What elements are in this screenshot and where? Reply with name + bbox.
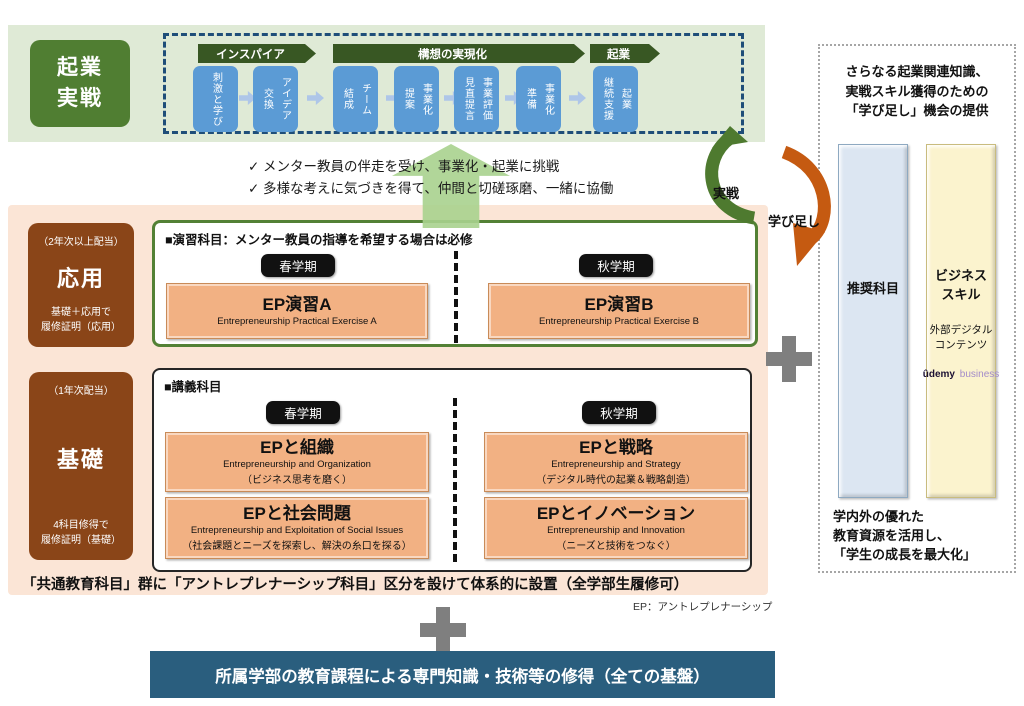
relearn-arrow-label: 学び足し — [768, 214, 821, 229]
course-english-title: Entrepreneurship and Innovation — [547, 525, 685, 537]
semester-divider — [454, 251, 458, 343]
recommended-subjects-column: 推奨科目 — [838, 144, 908, 498]
practice-band: 起業 実戦 インスパイア 構想の実現化 起業 刺激と学び アイデア 交換 チーム… — [8, 25, 765, 142]
external-digital-content-label: 外部デジタル コンテンツ — [929, 323, 993, 352]
applied-level-title: 応用 — [56, 265, 105, 291]
flow-step-stimulus: 刺激と学び — [193, 66, 238, 132]
stage-arrow-inspire: インスパイア — [198, 44, 316, 63]
common-education-caption: 「共通教育科目」群に「アントレプレナーシップ科目」区分を設けて体系的に設置（全学… — [22, 577, 689, 593]
flow-step-startup-support: 起業 継続支援 — [593, 66, 638, 132]
course-note: （社会課題とニーズを探索し、解決の糸口を探る） — [182, 541, 412, 553]
sidebar-top-text: さらなる起業関連知識、 実戦スキル獲得のための 「学び足し」機会の提供 — [845, 64, 989, 118]
spring-semester-badge: 春学期 — [266, 401, 340, 424]
course-note: （ニーズと技術をつなぐ） — [556, 541, 676, 553]
autumn-semester-badge: 秋学期 — [579, 254, 653, 277]
flow-connector-arrow — [307, 91, 324, 105]
flow-step-business-preparation: 事業化 準備 — [516, 66, 561, 132]
course-title: EPと組織 — [260, 437, 334, 457]
course-english-title: Entrepreneurship and Exploitation of Soc… — [190, 525, 404, 537]
course-english-title: Entrepreneurship and Organization — [223, 459, 371, 471]
course-title: EPと戦略 — [579, 437, 653, 457]
stage-arrow-startup: 起業 — [590, 44, 660, 63]
practice-arrow-label: 実戦 — [713, 186, 740, 201]
mentor-checklist: ✓ メンター教員の伴走を受け、事業化・起業に挑戦 ✓ 多様な考えに気づきを得て、… — [248, 156, 613, 199]
curriculum-section: （2年次以上配当） 応用 基礎＋応用で 履修証明（応用） （1年次配当） 基礎 … — [8, 205, 768, 595]
basic-level-box: （1年次配当） 基礎 4科目修得で 履修証明（基礎） — [29, 372, 133, 560]
basic-grade-note: （1年次配当） — [48, 386, 114, 397]
course-ep-exercise-b: EP演習B Entrepreneurship Practical Exercis… — [488, 283, 750, 339]
udemy-business-text: business — [959, 369, 1000, 381]
applied-grade-note: （2年次以上配当） — [38, 237, 124, 248]
course-title: EP演習A — [262, 294, 332, 314]
course-ep-innovation: EPとイノベーション Entrepreneurship and Innovati… — [484, 497, 748, 559]
autumn-semester-badge: 秋学期 — [582, 401, 656, 424]
course-title: EPとイノベーション — [536, 503, 696, 523]
udemy-logo-text: ûdemy — [922, 369, 955, 381]
basic-certificate-note: 4科目修得で 履修証明（基礎） — [41, 520, 121, 546]
applied-level-box: （2年次以上配当） 応用 基礎＋応用で 履修証明（応用） — [28, 223, 134, 347]
checklist-item: ✓ 多様な考えに気づきを得て、仲間と切磋琢磨、一緒に協働 — [248, 180, 614, 196]
startup-flow-frame: インスパイア 構想の実現化 起業 刺激と学び アイデア 交換 チーム 結成 事業… — [163, 33, 744, 134]
spring-semester-badge: 春学期 — [261, 254, 335, 277]
stage-arrow-realization: 構想の実現化 — [333, 44, 585, 63]
semester-divider — [453, 398, 457, 562]
course-title: EP演習B — [584, 294, 654, 314]
course-english-title: Entrepreneurship Practical Exercise A — [217, 316, 377, 328]
foundation-bar: 所属学部の教育課程による専門知識・技術等の修得（全ての基盤） — [150, 651, 775, 698]
seminar-panel-header: ■演習科目：メンター教員の指導を希望する場合は必修 — [165, 233, 473, 247]
course-note: （ビジネス思考を磨く） — [242, 475, 352, 487]
course-ep-organization: EPと組織 Entrepreneurship and Organization … — [165, 432, 429, 492]
sidebar-bottom-text: 学内外の優れた 教育資源を活用し、 「学生の成長を最大化」 — [833, 509, 977, 562]
plus-icon — [766, 336, 812, 382]
applied-certificate-note: 基礎＋応用で 履修証明（応用） — [41, 307, 121, 333]
course-english-title: Entrepreneurship Practical Exercise B — [539, 316, 699, 328]
course-note: （デジタル時代の起業＆戦略創造） — [536, 475, 696, 487]
course-ep-exercise-a: EP演習A Entrepreneurship Practical Exercis… — [166, 283, 428, 339]
basic-level-title: 基礎 — [56, 446, 105, 472]
course-title: EPと社会問題 — [243, 503, 351, 523]
course-ep-social-issues: EPと社会問題 Entrepreneurship and Exploitatio… — [165, 497, 429, 559]
practice-title-box: 起業 実戦 — [30, 40, 130, 127]
business-skills-label: ビジネス スキル — [934, 268, 987, 302]
course-english-title: Entrepreneurship and Strategy — [551, 459, 681, 471]
relearn-sidebar: さらなる起業関連知識、 実戦スキル獲得のための 「学び足し」機会の提供 推奨科目… — [818, 44, 1016, 573]
plus-icon — [420, 607, 466, 653]
business-skills-column: ビジネス スキル 外部デジタル コンテンツ ûdemy business — [923, 144, 999, 498]
course-ep-strategy: EPと戦略 Entrepreneurship and Strategy （デジタ… — [484, 432, 748, 492]
udemy-business-logo: ûdemy business — [923, 369, 999, 380]
seminar-panel: ■演習科目：メンター教員の指導を希望する場合は必修 春学期 秋学期 EP演習A … — [152, 220, 758, 347]
flow-step-idea-exchange: アイデア 交換 — [253, 66, 298, 132]
flow-connector-arrow — [569, 91, 586, 105]
checklist-item: ✓ メンター教員の伴走を受け、事業化・起業に挑戦 — [248, 159, 560, 174]
lecture-panel: ■講義科目 春学期 秋学期 EPと組織 Entrepreneurship and… — [152, 368, 752, 572]
flow-step-business-proposal: 事業化 提案 — [394, 66, 439, 132]
ep-abbreviation-note: EP：アントレプレナーシップ — [633, 601, 773, 613]
flow-step-team-formation: チーム 結成 — [333, 66, 378, 132]
flow-step-evaluation-review: 事業評価 見直提言 — [454, 66, 499, 132]
recommended-subjects-label: 推奨科目 — [846, 281, 899, 296]
lecture-panel-header: ■講義科目 — [164, 380, 222, 394]
